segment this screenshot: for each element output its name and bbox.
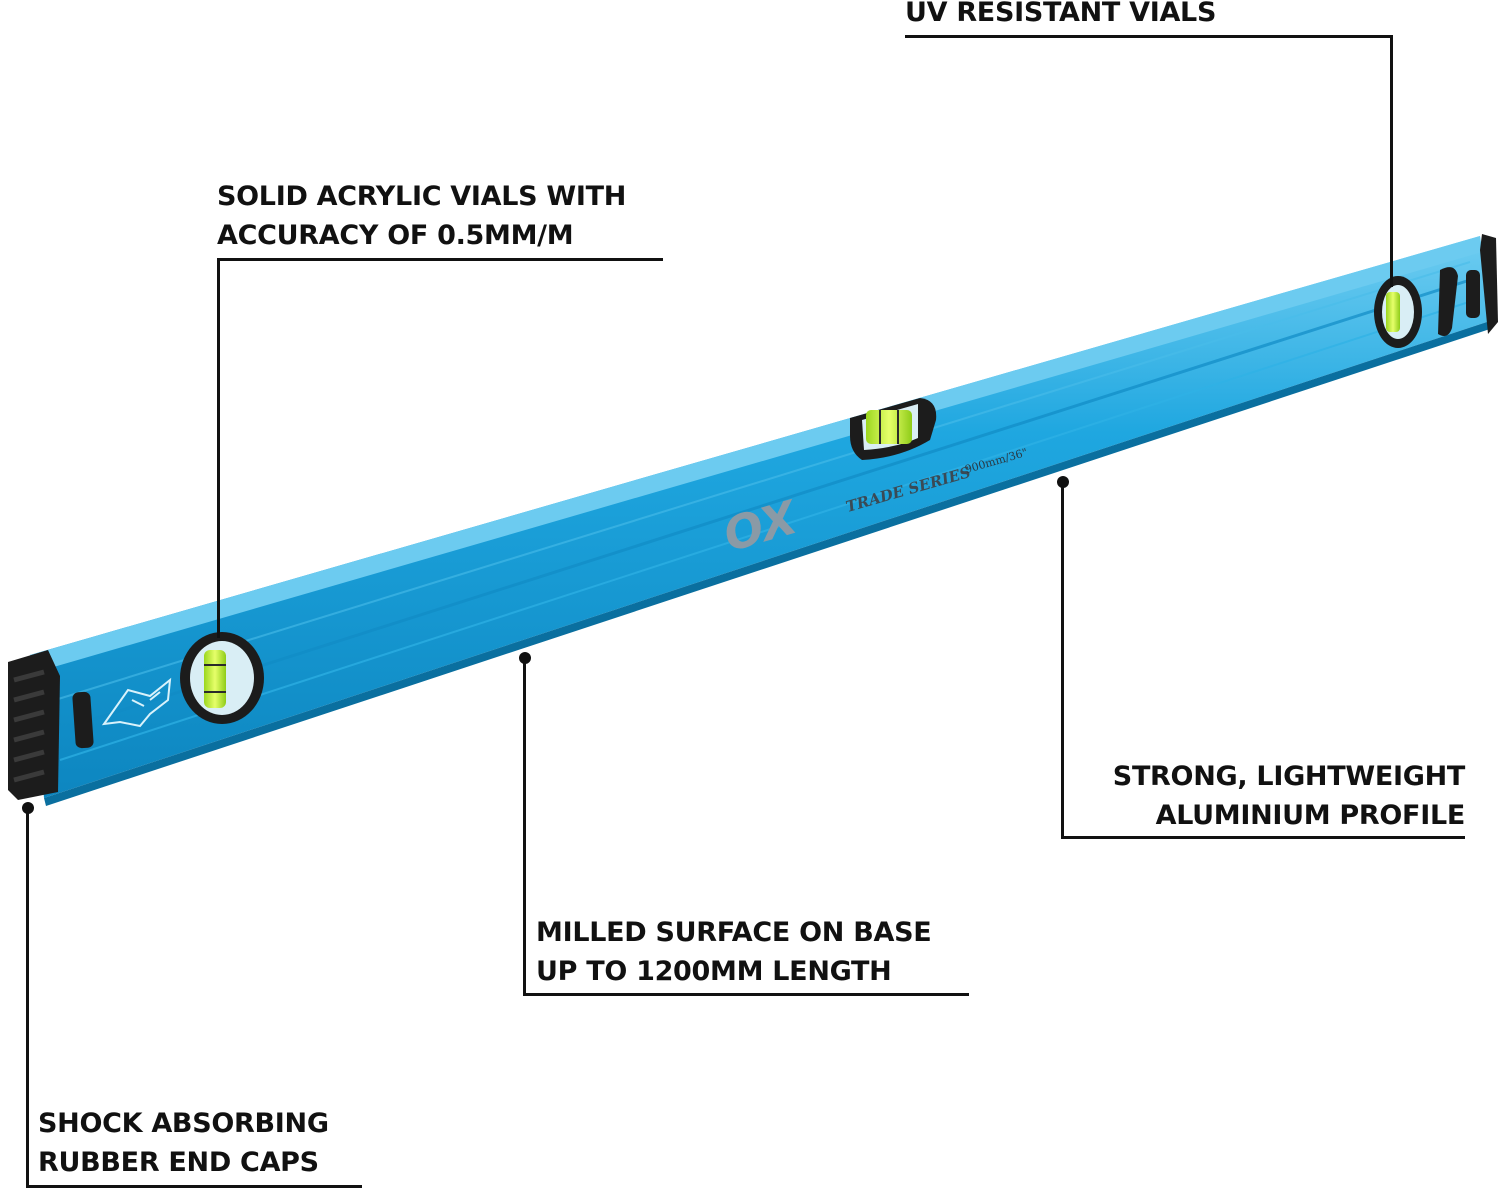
callout-uv-vials-line-1: UV RESISTANT VIALS [905,0,1217,28]
callout-milled-surface-line-1: MILLED SURFACE ON BASE [536,917,932,948]
leader-aluminium-profile-horizontal [1061,836,1465,839]
callout-acrylic-vials-line-1: SOLID ACRYLIC VIALS WITH [217,181,627,212]
callout-acrylic-vials-line-2: ACCURACY OF 0.5MM/M [217,220,574,251]
callout-end-caps: SHOCK ABSORBING RUBBER END CAPS [38,1104,329,1182]
left-vial [180,632,264,724]
leader-milled-surface-vertical [523,658,526,996]
leader-uv-vials-vertical [1390,35,1393,287]
right-vial [1374,276,1422,348]
callout-uv-vials: UV RESISTANT VIALS [905,0,1216,32]
leader-acrylic-vials-vertical [217,258,220,638]
level-body [30,236,1493,806]
leader-end-caps-vertical [26,808,29,1187]
bull-emblem [101,677,172,728]
leader-uv-vials-horizontal [905,35,1393,38]
leader-milled-surface-horizontal [523,993,969,996]
callout-aluminium-profile-line-2: ALUMINIUM PROFILE [1155,800,1466,831]
leader-end-caps-horizontal [26,1185,362,1188]
left-end-cap [8,650,94,800]
callout-acrylic-vials: SOLID ACRYLIC VIALS WITH ACCURACY OF 0.5… [217,177,626,255]
leader-acrylic-vials-horizontal [217,258,663,261]
callout-milled-surface-line-2: UP TO 1200MM LENGTH [536,956,892,987]
callout-aluminium-profile-line-1: STRONG, LIGHTWEIGHT [1112,761,1466,792]
callout-end-caps-line-1: SHOCK ABSORBING [38,1108,329,1139]
callout-aluminium-profile: STRONG, LIGHTWEIGHT ALUMINIUM PROFILE [1060,757,1466,835]
center-vial [850,398,937,460]
callout-milled-surface: MILLED SURFACE ON BASE UP TO 1200MM LENG… [536,913,932,991]
right-end-cap [1438,234,1498,336]
leader-aluminium-profile-vertical [1061,482,1064,838]
callout-end-caps-line-2: RUBBER END CAPS [38,1147,319,1178]
